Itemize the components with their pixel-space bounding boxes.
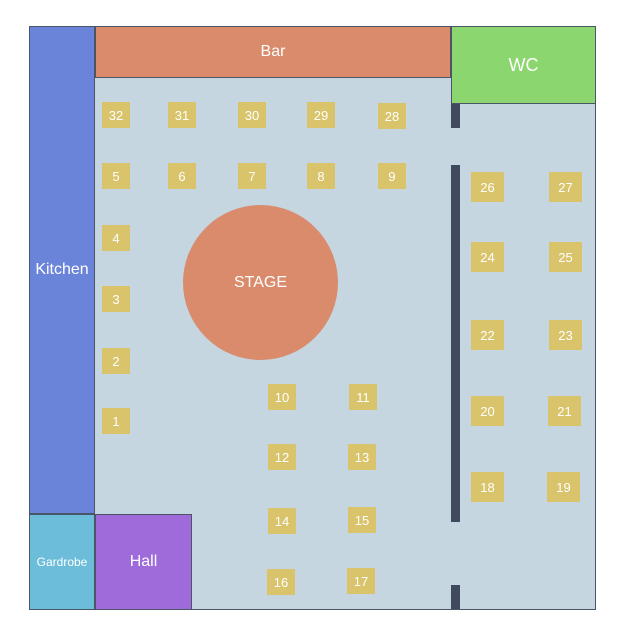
table-10[interactable]: 10 (268, 384, 296, 410)
table-31[interactable]: 31 (168, 102, 196, 128)
table-24[interactable]: 24 (471, 242, 504, 272)
table-27[interactable]: 27 (549, 172, 582, 202)
table-11[interactable]: 11 (349, 384, 377, 410)
hall-label: Hall (129, 553, 158, 570)
table-9[interactable]: 9 (378, 163, 406, 189)
table-6[interactable]: 6 (168, 163, 196, 189)
table-4[interactable]: 4 (102, 225, 130, 251)
table-16[interactable]: 16 (267, 569, 295, 595)
table-3[interactable]: 3 (102, 286, 130, 312)
table-15[interactable]: 15 (348, 507, 376, 533)
bar-label: Bar (260, 43, 286, 60)
table-5[interactable]: 5 (102, 163, 130, 189)
table-23[interactable]: 23 (549, 320, 582, 350)
kitchen-label: Kitchen (35, 261, 89, 278)
stage-label: STAGE (233, 273, 288, 291)
table-8[interactable]: 8 (307, 163, 335, 189)
table-1[interactable]: 1 (102, 408, 130, 434)
bar-area: Bar (95, 26, 451, 78)
wc-area: WC (451, 26, 596, 104)
table-25[interactable]: 25 (549, 242, 582, 272)
table-14[interactable]: 14 (268, 508, 296, 534)
table-2[interactable]: 2 (102, 348, 130, 374)
table-18[interactable]: 18 (471, 472, 504, 502)
kitchen-area: Kitchen (29, 26, 95, 514)
table-12[interactable]: 12 (268, 444, 296, 470)
table-28[interactable]: 28 (378, 103, 406, 129)
hall-area: Hall (95, 514, 192, 610)
table-13[interactable]: 13 (348, 444, 376, 470)
table-17[interactable]: 17 (347, 568, 375, 594)
table-29[interactable]: 29 (307, 102, 335, 128)
partition-wall-top (451, 104, 460, 128)
partition-wall-middle (451, 165, 460, 522)
table-21[interactable]: 21 (548, 396, 581, 426)
stage: STAGE (183, 205, 338, 360)
gardrobe-area: Gardrobe (29, 514, 95, 610)
partition-wall-bottom (451, 585, 460, 609)
wc-label: WC (508, 54, 539, 75)
table-30[interactable]: 30 (238, 102, 266, 128)
table-19[interactable]: 19 (547, 472, 580, 502)
table-32[interactable]: 32 (102, 102, 130, 128)
table-20[interactable]: 20 (471, 396, 504, 426)
table-22[interactable]: 22 (471, 320, 504, 350)
gardrobe-label: Gardrobe (36, 555, 88, 569)
table-7[interactable]: 7 (238, 163, 266, 189)
table-26[interactable]: 26 (471, 172, 504, 202)
